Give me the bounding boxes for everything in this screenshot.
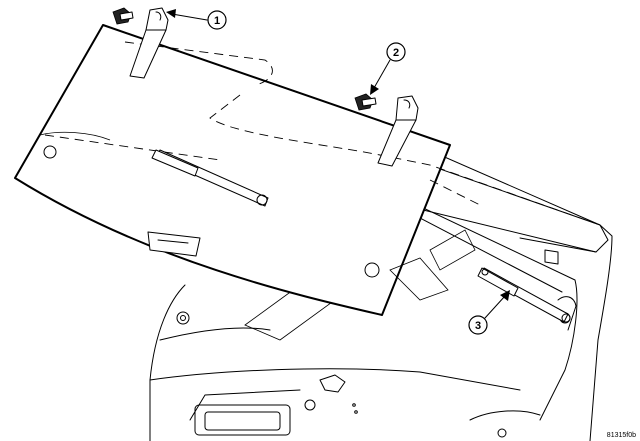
callout-2-label: 2	[393, 47, 399, 59]
callout-2: 2	[370, 42, 406, 95]
callout-3-label: 3	[475, 320, 481, 332]
figure-code: 81315f0b	[607, 432, 636, 439]
callout-1: 1	[166, 9, 227, 30]
left-support-strut	[151, 149, 269, 207]
callout-2-circle	[386, 42, 406, 62]
callout-3: 3	[468, 290, 510, 335]
bolt	[112, 7, 377, 111]
support-strut	[477, 267, 571, 323]
callout-1-label: 1	[214, 15, 220, 27]
callout-1-circle	[207, 10, 227, 30]
bracket	[129, 7, 419, 167]
callout-3-circle	[468, 315, 488, 335]
liftgate-glass	[14, 24, 601, 316]
